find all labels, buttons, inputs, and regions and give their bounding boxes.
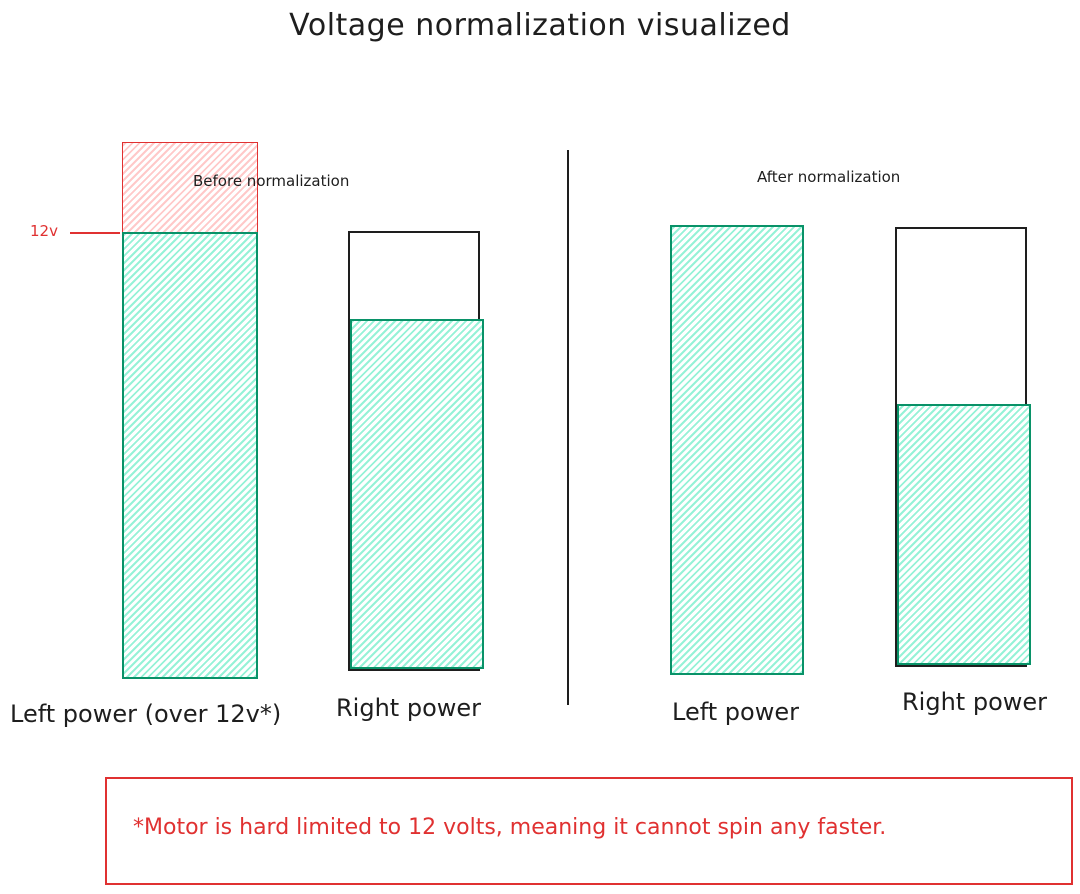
footnote-text: *Motor is hard limited to 12 volts, mean… (133, 815, 887, 840)
before-left-power-bar (122, 232, 258, 679)
before-section-label: Before normalization (193, 172, 350, 190)
after-right-power-bar (897, 404, 1031, 665)
limit-marker-line (70, 232, 120, 234)
after-section-label: After normalization (757, 168, 901, 186)
limit-marker-label: 12v (30, 222, 58, 240)
diagram-title: Voltage normalization visualized (289, 8, 791, 43)
after-right-power-label: Right power (902, 688, 1048, 716)
before-right-power-bar (350, 319, 484, 669)
after-left-power-bar (670, 225, 804, 675)
footnote-box (105, 777, 1073, 885)
section-divider (567, 150, 569, 705)
after-left-power-label: Left power (672, 698, 799, 726)
before-right-power-label: Right power (336, 694, 482, 722)
overflow-region (122, 142, 258, 233)
before-left-power-label: Left power (over 12v*) (10, 700, 282, 728)
